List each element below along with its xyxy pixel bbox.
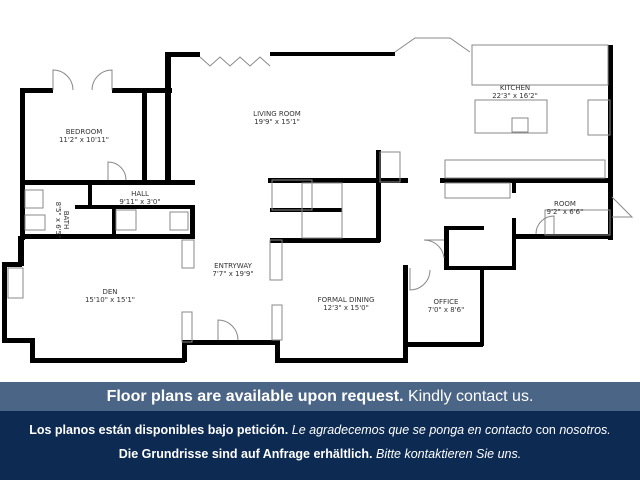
banner-es-italic: Le agradecemos que se ponga en contacto — [291, 423, 533, 437]
floor-plan — [2, 37, 634, 363]
room-name: BEDROOM — [65, 128, 103, 136]
room-size: 8'5" x 6'5" — [54, 201, 62, 239]
banner-de-italic: Bitte kontaktieren Sie uns. — [376, 447, 522, 461]
fixtures — [7, 37, 634, 343]
room-size: 19'9" x 15'1" — [254, 118, 300, 126]
banner-translations: Los planos están disponibles bajo petici… — [0, 411, 640, 480]
room-name: LIVING ROOM — [253, 110, 301, 118]
banner-german: Die Grundrisse sind auf Anfrage erhältli… — [0, 447, 640, 461]
banner-spanish: Los planos están disponibles bajo petici… — [0, 423, 640, 437]
room-size: 12'3" x 15'0" — [323, 304, 369, 312]
room-name: DEN — [102, 288, 118, 296]
banner-english: Floor plans are available upon request. … — [0, 382, 640, 411]
room-size: 7'0" x 8'6" — [427, 306, 465, 314]
walls — [2, 45, 613, 363]
room-name: OFFICE — [433, 298, 459, 306]
room-name: FORMAL DINING — [317, 296, 375, 304]
room-size: 9'11" x 3'0" — [119, 198, 161, 206]
banner-es-bold: Los planos están disponibles bajo petici… — [29, 423, 289, 437]
banner-es-italic2: nosotros. — [559, 423, 611, 437]
room-name: ROOM — [554, 200, 576, 208]
banner-es-normal: con — [535, 423, 556, 437]
banner-en-normal: Kindly contact us. — [408, 388, 534, 405]
room-name: ENTRYWAY — [214, 262, 252, 270]
room-name: BATH — [62, 210, 70, 230]
room-size: 7'7" x 19'9" — [212, 270, 254, 278]
room-size: 22'3" x 16'2" — [492, 92, 538, 100]
room-name: KITCHEN — [499, 84, 531, 92]
room-size: 15'10" x 15'1" — [84, 296, 136, 304]
banner-en-bold: Floor plans are available upon request. — [106, 388, 404, 405]
room-size: 11'2" x 10'11" — [58, 136, 110, 144]
room-name: HALL — [131, 190, 149, 198]
banner-de-bold: Die Grundrisse sind auf Anfrage erhältli… — [118, 447, 373, 461]
room-size: 9'2" x 6'6" — [546, 208, 584, 216]
